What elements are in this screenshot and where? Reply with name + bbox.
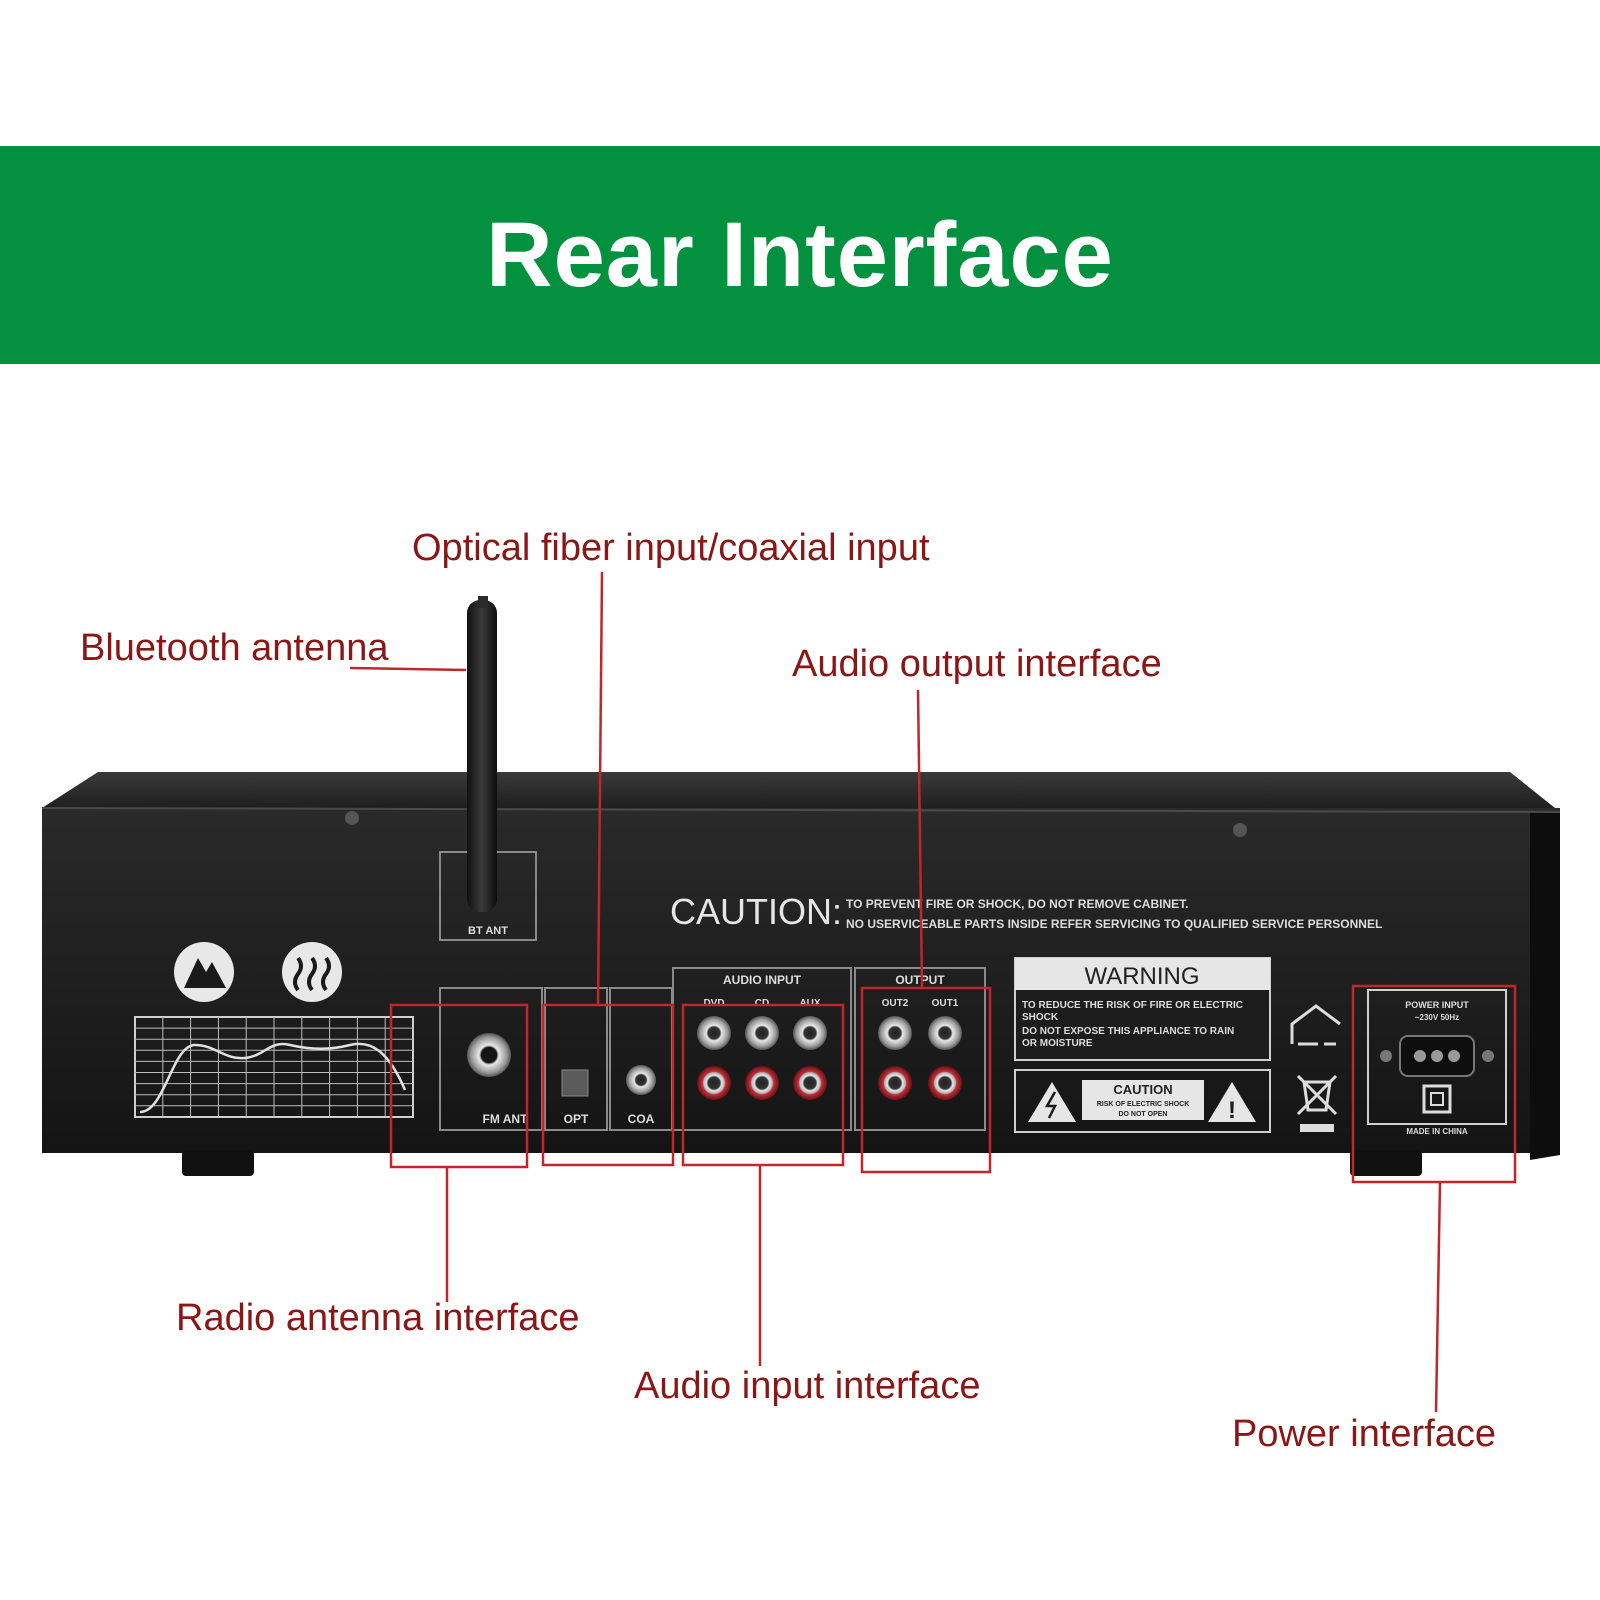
warning-line-2: SHOCK bbox=[1022, 1012, 1059, 1023]
caution-box-line-1: RISK OF ELECTRIC SHOCK bbox=[1097, 1101, 1190, 1108]
out2-label: OUT2 bbox=[882, 998, 909, 1009]
bt-ant-label: BT ANT bbox=[468, 925, 508, 937]
warning-line-4: OR MOISTURE bbox=[1022, 1038, 1093, 1049]
caution-heading: CAUTION: bbox=[670, 891, 842, 932]
callout-optical-coaxial: Optical fiber input/coaxial input bbox=[412, 527, 930, 569]
audio-output-leader-line bbox=[916, 689, 924, 989]
screw-icon bbox=[345, 811, 359, 825]
frequency-response-graph bbox=[134, 1016, 414, 1118]
power-highlight bbox=[1351, 984, 1517, 1184]
rca-input-left-jack bbox=[697, 1016, 731, 1050]
rca-input-right-jack bbox=[793, 1066, 827, 1100]
output-label: OUTPUT bbox=[895, 973, 945, 987]
callout-audio-output: Audio output interface bbox=[792, 643, 1162, 685]
callout-power: Power interface bbox=[1232, 1413, 1497, 1455]
opt-panel bbox=[544, 987, 608, 1131]
cd-label: CD bbox=[755, 998, 769, 1009]
warning-line-3: DO NOT EXPOSE THIS APPLIANCE TO RAIN bbox=[1022, 1026, 1234, 1037]
audio-output-panel bbox=[854, 967, 986, 1131]
exclamation-warning-icon bbox=[1208, 1082, 1256, 1122]
warning-heading: WARNING bbox=[1084, 963, 1199, 990]
coa-label: COA bbox=[628, 1112, 655, 1126]
voltage-label: ~230V 50Hz bbox=[1415, 1013, 1459, 1022]
rca-input-right-jack bbox=[697, 1066, 731, 1100]
page-title: Rear Interface bbox=[486, 204, 1114, 306]
made-in-label: MADE IN CHINA bbox=[1406, 1127, 1468, 1136]
audio-input-label: AUDIO INPUT bbox=[723, 973, 802, 987]
caution-box-line-2: DO NOT OPEN bbox=[1118, 1111, 1167, 1118]
callout-bluetooth-antenna: Bluetooth antenna bbox=[80, 627, 389, 669]
double-insulation-icon bbox=[1422, 1084, 1452, 1114]
optical-leader-line bbox=[596, 571, 604, 1006]
fm-ant-label: FM ANT bbox=[483, 1112, 529, 1126]
rca-output-right-jack bbox=[928, 1066, 962, 1100]
power-input-panel bbox=[1367, 989, 1507, 1125]
callout-audio-input: Audio input interface bbox=[634, 1365, 981, 1407]
rca-input-left-jack bbox=[793, 1016, 827, 1050]
weee-bin-icon bbox=[1296, 1074, 1338, 1116]
chassis-rear-panel bbox=[42, 808, 1560, 1153]
dvd-label: DVD bbox=[703, 998, 724, 1009]
power-leader-line bbox=[1434, 1181, 1442, 1413]
rca-input-right-jack bbox=[745, 1066, 779, 1100]
rca-output-left-jack bbox=[928, 1016, 962, 1050]
caution-line-1: TO PREVENT FIRE OR SHOCK, DO NOT REMOVE … bbox=[846, 897, 1188, 911]
rca-input-left-jack bbox=[745, 1016, 779, 1050]
chassis-top bbox=[42, 772, 1560, 812]
coaxial-port bbox=[626, 1065, 656, 1095]
screw-icon bbox=[1233, 823, 1247, 837]
indoor-use-icon bbox=[1290, 1004, 1341, 1046]
foot-right bbox=[1350, 1150, 1422, 1176]
caution-line-2: NO USERVICEABLE PARTS INSIDE REFER SERVI… bbox=[846, 917, 1382, 931]
bluetooth-leader-line bbox=[349, 666, 467, 672]
rca-output-left-jack bbox=[878, 1016, 912, 1050]
aux-label: AUX bbox=[799, 998, 820, 1009]
svg-text:!: ! bbox=[1228, 1097, 1236, 1124]
callout-markers bbox=[349, 571, 1517, 1413]
out1-label: OUT1 bbox=[932, 998, 959, 1009]
power-input-label: POWER INPUT bbox=[1405, 1000, 1469, 1010]
bt-antenna bbox=[467, 600, 497, 912]
callout-radio-antenna: Radio antenna interface bbox=[176, 1297, 580, 1339]
foot-left bbox=[182, 1150, 254, 1176]
title-banner: Rear Interface bbox=[0, 146, 1600, 364]
radio-antenna-highlight bbox=[389, 1003, 529, 1169]
audio-input-highlight bbox=[681, 1003, 845, 1167]
warning-line-1: TO REDUCE THE RISK OF FIRE OR ELECTRIC bbox=[1022, 1000, 1243, 1011]
chassis-side bbox=[1530, 812, 1560, 1160]
caution-box-heading: CAUTION bbox=[1113, 1082, 1172, 1097]
lightning-warning-icon bbox=[1028, 1082, 1076, 1122]
caution-label bbox=[1014, 1069, 1271, 1133]
audio-output-highlight bbox=[860, 986, 992, 1174]
optical-coaxial-highlight bbox=[541, 1003, 675, 1167]
rca-output-right-jack bbox=[878, 1066, 912, 1100]
optical-port bbox=[561, 1069, 589, 1097]
opt-label: OPT bbox=[564, 1112, 589, 1126]
